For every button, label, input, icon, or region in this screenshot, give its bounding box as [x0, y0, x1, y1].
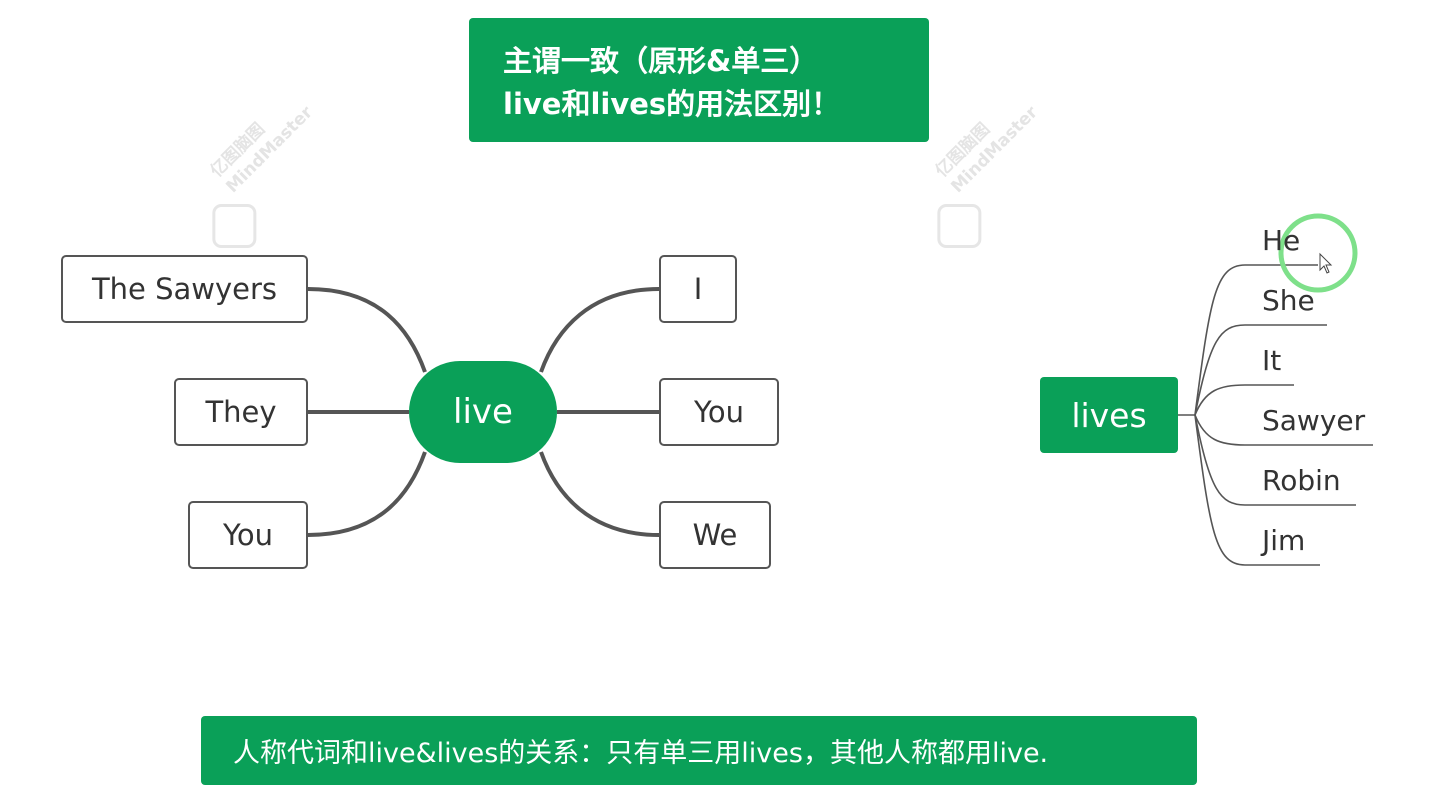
- node-the-sawyers[interactable]: The Sawyers: [61, 255, 308, 323]
- leaf-jim[interactable]: Jim: [1262, 524, 1306, 557]
- node-you-left[interactable]: You: [188, 501, 308, 569]
- leaf-he[interactable]: He: [1262, 224, 1301, 257]
- title-line-1: 主谓一致（原形&单三）: [503, 44, 819, 78]
- node-we[interactable]: We: [659, 501, 771, 569]
- node-they[interactable]: They: [174, 378, 308, 446]
- title-line-2: live和lives的用法区别！: [503, 87, 841, 121]
- central-topic-live[interactable]: live: [409, 361, 557, 463]
- leaf-sawyer[interactable]: Sawyer: [1262, 404, 1366, 437]
- footer-text: 人称代词和live&lives的关系：只有单三用lives，其他人称都用live…: [233, 738, 1049, 769]
- mouse-cursor-icon: [1319, 252, 1333, 274]
- leaf-she[interactable]: She: [1262, 284, 1315, 317]
- title-banner: 主谓一致（原形&单三） live和lives的用法区别！: [469, 18, 929, 142]
- node-you-right[interactable]: You: [659, 378, 779, 446]
- footer-banner: 人称代词和live&lives的关系：只有单三用lives，其他人称都用live…: [201, 716, 1197, 785]
- mindmaster-logo-icon: [937, 203, 982, 248]
- central-topic-lives[interactable]: lives: [1040, 377, 1178, 453]
- leaf-robin[interactable]: Robin: [1262, 464, 1341, 497]
- leaf-it[interactable]: It: [1262, 344, 1282, 377]
- node-i[interactable]: I: [659, 255, 737, 323]
- mindmaster-logo-icon: [212, 203, 257, 248]
- cursor-highlight-ring: [1278, 213, 1358, 293]
